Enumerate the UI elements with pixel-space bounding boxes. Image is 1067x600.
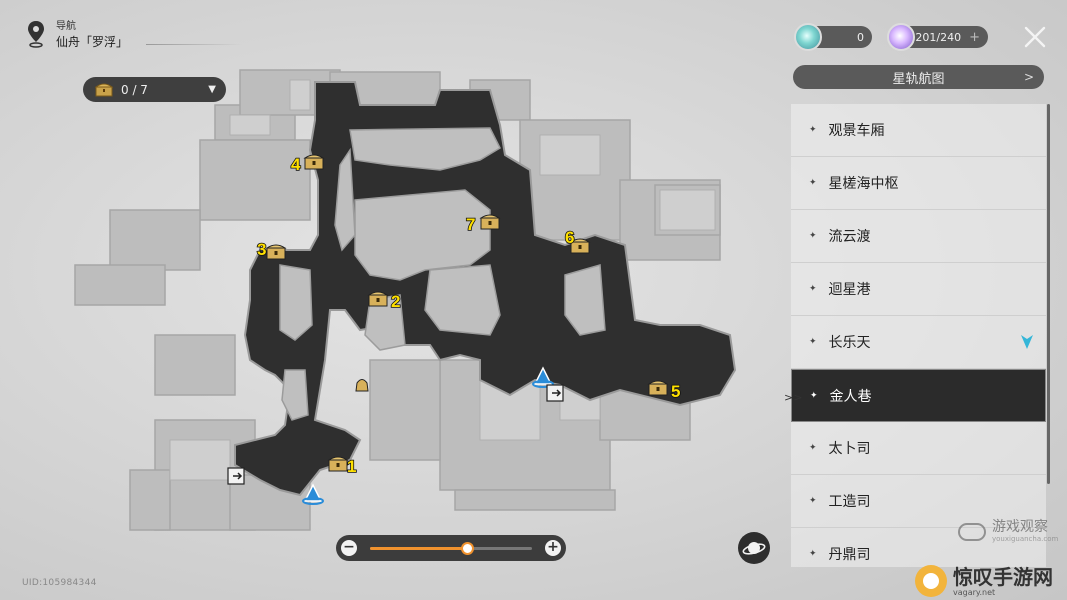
chest-label-1: 1 — [347, 457, 356, 476]
caret-down-icon: ▼ — [208, 84, 216, 95]
location-label: 太卜司 — [828, 441, 871, 457]
star-icon: ✦ — [809, 231, 817, 241]
star-icon: ✦ — [809, 337, 817, 347]
watermark-logo-icon — [915, 565, 947, 597]
star-icon: ✦ — [809, 125, 817, 135]
location-label: 观景车厢 — [828, 123, 885, 139]
map-islands — [279, 127, 606, 421]
star-icon: ✦ — [809, 443, 817, 453]
chest-count: 0 / 7 — [121, 82, 148, 97]
star-icon: ✦ — [810, 390, 818, 401]
nav-label: 导航 — [56, 21, 76, 32]
selected-arrow-icon: >> — [784, 391, 803, 404]
star-icon: ✦ — [809, 496, 817, 506]
location-item[interactable]: ✦ 星槎海中枢 — [791, 157, 1046, 210]
trailblaze-power-value: 201/240 — [915, 30, 962, 44]
location-item[interactable]: ✦ 观景车厢 — [791, 104, 1046, 157]
watermark-vagary: 惊叹手游网 vagary.net — [915, 562, 1067, 600]
trailblaze-power-icon — [887, 23, 915, 51]
planet-icon — [742, 542, 766, 555]
location-list: ✦ 观景车厢 ✦ 星槎海中枢 ✦ 流云渡 ✦ 迴星港 ✦ 长乐天 ✦ 金人巷 ✦… — [791, 104, 1046, 567]
chest-marker-2[interactable]: 2 — [368, 291, 401, 312]
location-label: 金人巷 — [829, 388, 872, 405]
header-divider — [146, 44, 242, 45]
watermark-title: 惊叹手游网 — [953, 564, 1053, 589]
location-item[interactable]: ✦ 丹鼎司 — [791, 528, 1046, 567]
zoom-fill — [370, 547, 468, 550]
location-pin-icon — [28, 21, 44, 48]
zoom-thumb[interactable] — [461, 542, 475, 555]
navigation-header: 导航 仙舟「罗浮」 — [26, 20, 128, 50]
star-icon: ✦ — [809, 284, 817, 294]
exit-door-icon[interactable] — [227, 467, 245, 485]
region-name: 仙舟「罗浮」 — [56, 35, 129, 49]
watermark-url: vagary.net — [953, 587, 996, 597]
stellar-jade-icon — [794, 23, 822, 51]
chevron-right-icon: > — [1023, 70, 1034, 84]
location-item[interactable]: ✦ 太卜司 — [791, 422, 1046, 475]
location-label: 星槎海中枢 — [828, 176, 899, 192]
star-rail-map-label: 星轨航图 — [892, 71, 945, 87]
location-item[interactable]: ✦ 工造司 — [791, 475, 1046, 528]
location-item[interactable]: ✦ 迴星港 — [791, 263, 1046, 316]
stellar-jade-value: 0 — [857, 30, 864, 44]
zoom-out-button[interactable]: − — [341, 540, 357, 556]
planet-view-button[interactable] — [738, 532, 770, 564]
watermark-logo-icon — [958, 522, 986, 541]
zoom-in-button[interactable]: + — [545, 540, 561, 556]
chest-label-7: 7 — [466, 215, 475, 234]
chest-marker-3[interactable]: 3 — [256, 239, 286, 260]
chest-marker-7[interactable]: 7 — [465, 214, 500, 235]
chest-label-2: 2 — [391, 292, 400, 311]
bell-npc-icon[interactable] — [355, 379, 369, 392]
chest-label-6: 6 — [565, 228, 574, 247]
location-item[interactable]: ✦ 流云渡 — [791, 210, 1046, 263]
mission-marker-icon — [1021, 335, 1033, 349]
watermark-youxiguancha: 游戏观察 youxiguancha.com — [958, 520, 1058, 543]
space-anchor-icon[interactable] — [532, 366, 554, 388]
close-icon[interactable] — [1023, 25, 1047, 49]
location-label: 工造司 — [828, 494, 871, 510]
chest-label-5: 5 — [671, 382, 680, 401]
trailblaze-power-counter[interactable]: 201/240 + — [887, 23, 988, 51]
watermark-title: 游戏观察 — [992, 519, 1048, 535]
star-rail-map-button[interactable]: 星轨航图 > — [793, 65, 1044, 89]
chest-marker-5[interactable]: 5 — [648, 380, 681, 402]
star-icon: ✦ — [809, 549, 817, 559]
location-label: 长乐天 — [828, 335, 871, 351]
uid-label: UID:105984344 — [22, 578, 97, 588]
chest-marker-1[interactable]: 1 — [328, 456, 357, 477]
location-label: 丹鼎司 — [828, 547, 871, 563]
area-map[interactable]: 1 2 3 4 5 6 7 — [60, 60, 780, 540]
watermark-url: youxiguancha.com — [992, 535, 1059, 543]
chest-counter-dropdown[interactable]: 0 / 7 ▼ — [83, 77, 226, 102]
location-item[interactable]: ✦ 长乐天 — [791, 316, 1046, 369]
chest-label-3: 3 — [257, 240, 266, 259]
stellar-jade-counter[interactable]: 0 — [794, 23, 872, 51]
location-label: 迴星港 — [828, 282, 871, 298]
exit-door-icon[interactable] — [546, 384, 564, 402]
zoom-control: − + — [336, 535, 566, 561]
add-power-icon[interactable]: + — [969, 29, 980, 45]
location-label: 流云渡 — [828, 229, 871, 245]
star-icon: ✦ — [809, 178, 817, 188]
treasure-chest-icon — [95, 83, 113, 96]
chest-marker-6[interactable]: 6 — [564, 227, 590, 254]
zoom-slider[interactable] — [370, 542, 532, 555]
space-anchor-icon[interactable] — [302, 483, 324, 505]
chest-marker-4[interactable]: 4 — [290, 154, 324, 175]
chest-label-4: 4 — [291, 155, 301, 174]
location-item-active[interactable]: ✦ 金人巷 — [791, 369, 1046, 422]
location-scrollbar[interactable] — [1047, 104, 1050, 484]
